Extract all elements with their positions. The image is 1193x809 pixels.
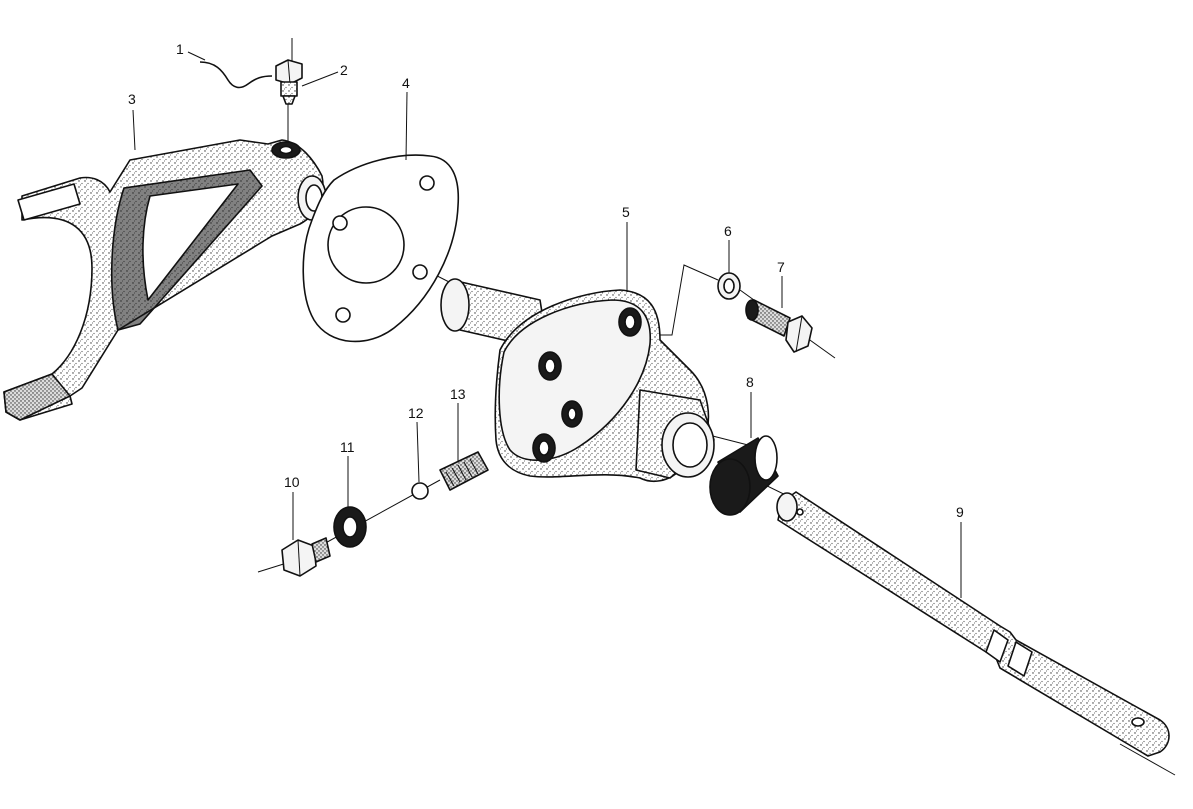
callout-7: 7 [777,259,785,275]
part-bolt [745,299,813,353]
part-housing [440,278,715,483]
callout-6: 6 [724,223,732,239]
callout-5: 5 [622,204,630,220]
part-seal-washer [333,506,367,548]
callout-leaders [132,51,962,598]
callout-9: 9 [956,504,964,520]
part-gasket [302,154,460,343]
callout-12: 12 [408,405,424,421]
callout-4: 4 [402,75,410,91]
part-washer-small [717,272,741,300]
callout-labels: 1 2 3 4 5 6 7 8 9 10 11 12 13 [128,41,964,520]
part-plug-bolt [275,59,303,105]
part-shift-fork [3,139,327,421]
part-shaft [776,491,1170,757]
callout-13: 13 [450,386,466,402]
callout-2: 2 [340,62,348,78]
part-wire [199,61,273,89]
part-ball [411,482,429,500]
part-spring [439,451,489,491]
callout-8: 8 [746,374,754,390]
callout-3: 3 [128,91,136,107]
callout-1: 1 [176,41,184,57]
callout-11: 11 [340,439,355,455]
callout-10: 10 [284,474,300,490]
part-plug [281,537,331,577]
part-needle-bearing [709,435,779,516]
